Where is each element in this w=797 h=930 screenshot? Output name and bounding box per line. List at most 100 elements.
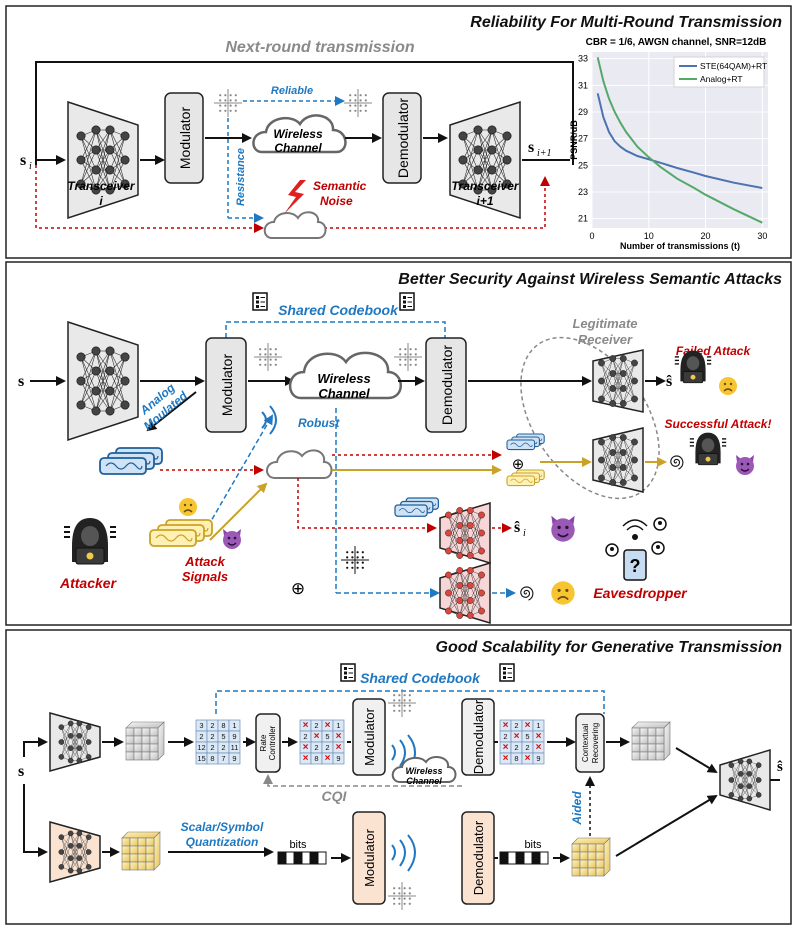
grid-cell: 8 [210, 754, 214, 763]
attack-channel-cloud [266, 449, 333, 479]
grid-cell: 7 [221, 754, 225, 763]
attack-signals-label-2: Signals [182, 569, 228, 584]
grid-cell: 2 [210, 721, 214, 730]
grid-cell: 2 [314, 743, 318, 752]
grid-cell: 2 [325, 743, 329, 752]
grid-cell: 5 [221, 732, 225, 741]
transceiver-i1-index: i+1 [476, 194, 493, 208]
y-tick-label: 31 [578, 80, 588, 90]
codebook-icon [499, 663, 515, 682]
x-tick-label: 20 [701, 231, 711, 241]
output-symbol: s [528, 139, 534, 156]
codebook-icon [399, 292, 415, 311]
garbled-output-icon [670, 455, 684, 470]
noise-cloud [263, 211, 327, 239]
panel-title: Better Security Against Wireless Semanti… [398, 271, 782, 288]
grid-cell: × [525, 753, 531, 764]
series-analog-line [596, 57, 763, 224]
grid-cell: 5 [325, 732, 329, 741]
y-tick-label: 29 [578, 107, 588, 117]
grid-cell: × [514, 731, 520, 742]
received-signal-icon [506, 433, 545, 451]
modulator-label-bottom: Modulator [362, 828, 377, 886]
grid-cell: 12 [197, 743, 205, 752]
grid-cell: 1 [336, 721, 340, 730]
devil-emoji-icon [223, 529, 241, 549]
panel-scalability: Good Scalability for Generative Transmis… [5, 629, 792, 925]
transceiver-i1-label: Transceiver [451, 179, 519, 193]
transceiver-i-label: Transceiver [67, 179, 135, 193]
x-tick-label: 10 [644, 231, 654, 241]
grid-cell: 9 [232, 732, 236, 741]
grid-cell: × [325, 720, 331, 731]
chart-legend: STE(64QAM)+RT Analog+RT [673, 56, 767, 88]
y-tick-label: 25 [578, 160, 588, 170]
analog-signal-stack-icon [99, 447, 163, 475]
channel-label: Wireless [406, 766, 443, 776]
eavesdropper-label: Eavesdropper [593, 585, 688, 601]
resistance-label: Resistance [235, 148, 247, 206]
devil-emoji-icon [736, 455, 754, 475]
grid-cell: × [314, 731, 320, 742]
recovering-label: Recovering [591, 723, 600, 763]
channel-label: Wireless [273, 127, 323, 141]
sad-emoji-icon [179, 498, 197, 516]
wireless-channel-cloud [391, 755, 457, 783]
grid-cell: × [303, 742, 309, 753]
demodulator-label-bottom: Demodulator [471, 820, 486, 895]
constellation-icon [214, 89, 242, 117]
wireless-channel-cloud [288, 351, 402, 400]
demodulator-block [382, 92, 422, 184]
modulator-label: Modulator [177, 107, 193, 170]
grid-cell: 3 [199, 721, 203, 730]
x-axis-label: Number of transmissions (t) [620, 241, 740, 251]
attack-signal-stack-icon [149, 519, 213, 547]
legitimate-receiver-label-2: Receiver [578, 332, 633, 347]
robust-label: Robust [298, 416, 340, 430]
wireless-channel-cloud [252, 114, 347, 154]
transceiver-i-index: i [99, 194, 103, 208]
grid-cell: 1 [536, 721, 540, 730]
s-hat-i: ŝ [514, 519, 520, 536]
shared-codebook-label: Shared Codebook [278, 302, 399, 318]
attacker-icon [64, 518, 116, 565]
y-tick-label: 21 [578, 214, 588, 224]
constellation-icon [394, 343, 422, 371]
y-tick-label: 33 [578, 54, 588, 64]
contextual-label: Contextual [581, 724, 590, 762]
input-symbol: s [18, 373, 24, 390]
hacker-icon [674, 350, 712, 384]
rate-controller-label-2: Controller [268, 725, 277, 760]
oplus-symbol: ⊕ [512, 456, 525, 473]
grid-cell: 2 [303, 732, 307, 741]
grid-cell: 5 [525, 732, 529, 741]
grid-cell: 1 [232, 721, 236, 730]
grid-cell: 2 [210, 732, 214, 741]
attacker-label: Attacker [59, 575, 118, 591]
semantic-noise-label-2: Noise [320, 194, 353, 208]
modulator-block-bottom [352, 811, 386, 905]
attack-signals-label: Attack [184, 554, 226, 569]
codebook-icon [252, 292, 268, 311]
demodulator-label: Demodulator [439, 345, 455, 425]
s-hat-i-sub: i [523, 528, 526, 539]
grid-cell: 2 [199, 732, 203, 741]
y-tick-label: 23 [578, 187, 588, 197]
grid-cell: × [325, 753, 331, 764]
panel-title: Reliability For Multi-Round Transmission [470, 14, 782, 31]
generative-decoder [719, 748, 771, 812]
eavesdropper-icon: ? [605, 517, 667, 581]
grid-cell: × [303, 720, 309, 731]
quantized-tensor-icon [121, 831, 161, 871]
legitimate-receiver-label: Legitimate [572, 316, 637, 331]
devil-emoji-icon [551, 515, 575, 542]
garbled-output-icon [520, 586, 534, 601]
modulator-label: Modulator [362, 707, 377, 765]
rate-controller-label: Rate [259, 734, 268, 751]
grid-cell: × [503, 720, 509, 731]
aided-label: Aided [570, 791, 584, 826]
